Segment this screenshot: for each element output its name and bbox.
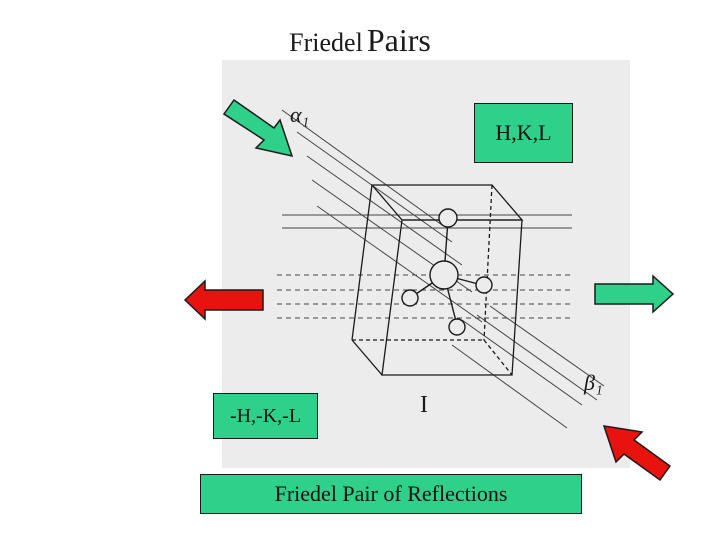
atom <box>401 289 419 307</box>
atom <box>475 276 493 294</box>
incoming-ray <box>281 109 443 226</box>
outgoing-ray <box>489 305 605 387</box>
caption: Friedel Pair of Reflections <box>200 474 582 514</box>
negative-hkl-label: -H,-K,-L <box>213 393 318 439</box>
molecule <box>401 208 493 336</box>
title-word-pairs: Pairs <box>366 22 431 58</box>
atom <box>438 208 458 228</box>
hkl-label: H,K,L <box>474 103 573 163</box>
beta-label: β₁ <box>583 370 603 395</box>
outgoing-ray <box>451 344 568 429</box>
outgoing-ray <box>461 319 583 406</box>
outgoing-ray <box>476 314 598 401</box>
incoming-ray <box>316 205 483 323</box>
title-word-friedel: Friedel <box>289 28 363 57</box>
green-right-arrow-icon <box>594 274 675 314</box>
green-diagonal-arrow-icon <box>222 98 294 158</box>
atom <box>448 318 466 336</box>
roman-one-label: I <box>420 392 428 418</box>
incoming-ray <box>306 155 463 266</box>
red-left-arrow-icon <box>183 279 264 321</box>
alpha-label: α₁ <box>290 102 309 127</box>
central-atom <box>429 260 459 290</box>
red-diagonal-arrow-icon <box>602 425 672 482</box>
crystal-sketch-drawing: α₁ β₁ I <box>277 102 605 429</box>
unit-cell <box>351 184 524 376</box>
slide-title: Friedel Pairs <box>0 22 720 59</box>
